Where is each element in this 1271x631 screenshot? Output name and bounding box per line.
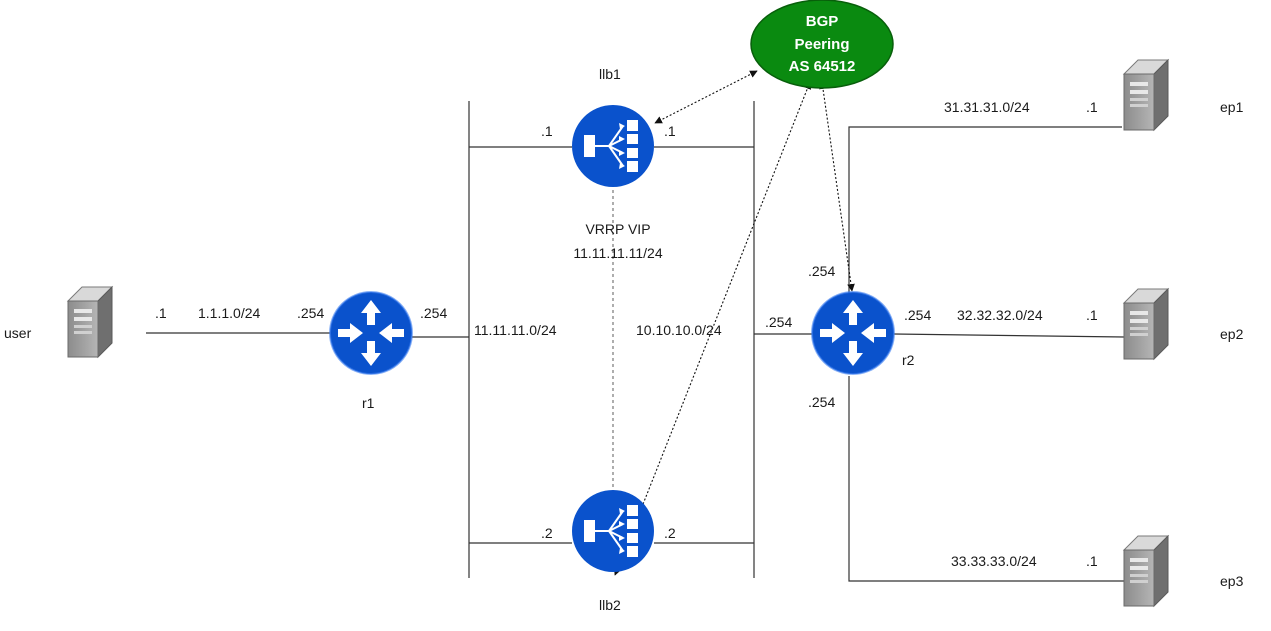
bgp-session-r2: [819, 81, 855, 292]
vrrp-vip-address: 11.11.11.11/24: [573, 245, 662, 261]
node-label-ep3: ep3: [1220, 573, 1244, 589]
bgp-session-llb1: [654, 70, 758, 124]
server-icon[interactable]: [1123, 59, 1169, 131]
interface-label: .2: [541, 525, 553, 541]
network-label: 1.1.1.0/24: [198, 305, 260, 321]
bgp-line2: Peering: [794, 36, 849, 53]
interface-label: .1: [1086, 307, 1098, 323]
interface-label: .1: [541, 123, 553, 139]
network-label: 11.11.11.0/24: [474, 322, 557, 338]
server-icon[interactable]: [1123, 288, 1169, 360]
interface-label: .254: [808, 394, 835, 410]
server-icon[interactable]: [67, 286, 113, 358]
node-label-llb1: llb1: [599, 66, 621, 82]
link-r2-ep1: [848, 126, 1122, 294]
interface-label: .254: [808, 263, 835, 279]
vrrp-vip-title: VRRP VIP: [585, 221, 650, 237]
load-balancer-icon[interactable]: [571, 489, 655, 573]
interface-label: .254: [297, 305, 324, 321]
network-label: 10.10.10.0/24: [636, 322, 722, 338]
router-icon[interactable]: [811, 291, 895, 375]
interface-label: .254: [904, 307, 931, 323]
bgp-peering-cloud: BGP Peering AS 64512: [750, 0, 894, 89]
interface-label: .2: [664, 525, 676, 541]
bgp-sessions: [613, 70, 855, 576]
interface-label: .1: [155, 305, 167, 321]
interface-label: .254: [765, 314, 792, 330]
network-label: 32.32.32.0/24: [957, 307, 1043, 323]
node-label-r2: r2: [902, 352, 915, 368]
node-label-r1: r1: [362, 395, 375, 411]
node-label-user: user: [4, 325, 32, 341]
link-r2-ep2: [893, 333, 1125, 338]
labels: user r1 r2 llb1 llb2 ep1 ep2 ep3 VRRP VI…: [4, 66, 1244, 613]
node-label-ep2: ep2: [1220, 326, 1244, 342]
interface-label: .1: [664, 123, 676, 139]
load-balancer-icon[interactable]: [571, 104, 655, 188]
server-icon[interactable]: [1123, 535, 1169, 607]
link-r2-ep3: [848, 376, 1124, 582]
interface-label: .1: [1086, 553, 1098, 569]
bgp-line3: AS 64512: [789, 58, 856, 75]
network-label: 33.33.33.0/24: [951, 553, 1037, 569]
network-label: 31.31.31.0/24: [944, 99, 1030, 115]
bgp-line1: BGP: [806, 13, 839, 30]
bgp-session-llb2: [613, 81, 812, 576]
node-label-llb2: llb2: [599, 597, 621, 613]
interface-label: .1: [1086, 99, 1098, 115]
node-label-ep1: ep1: [1220, 99, 1244, 115]
interface-label: .254: [420, 305, 447, 321]
router-icon[interactable]: [329, 291, 413, 375]
